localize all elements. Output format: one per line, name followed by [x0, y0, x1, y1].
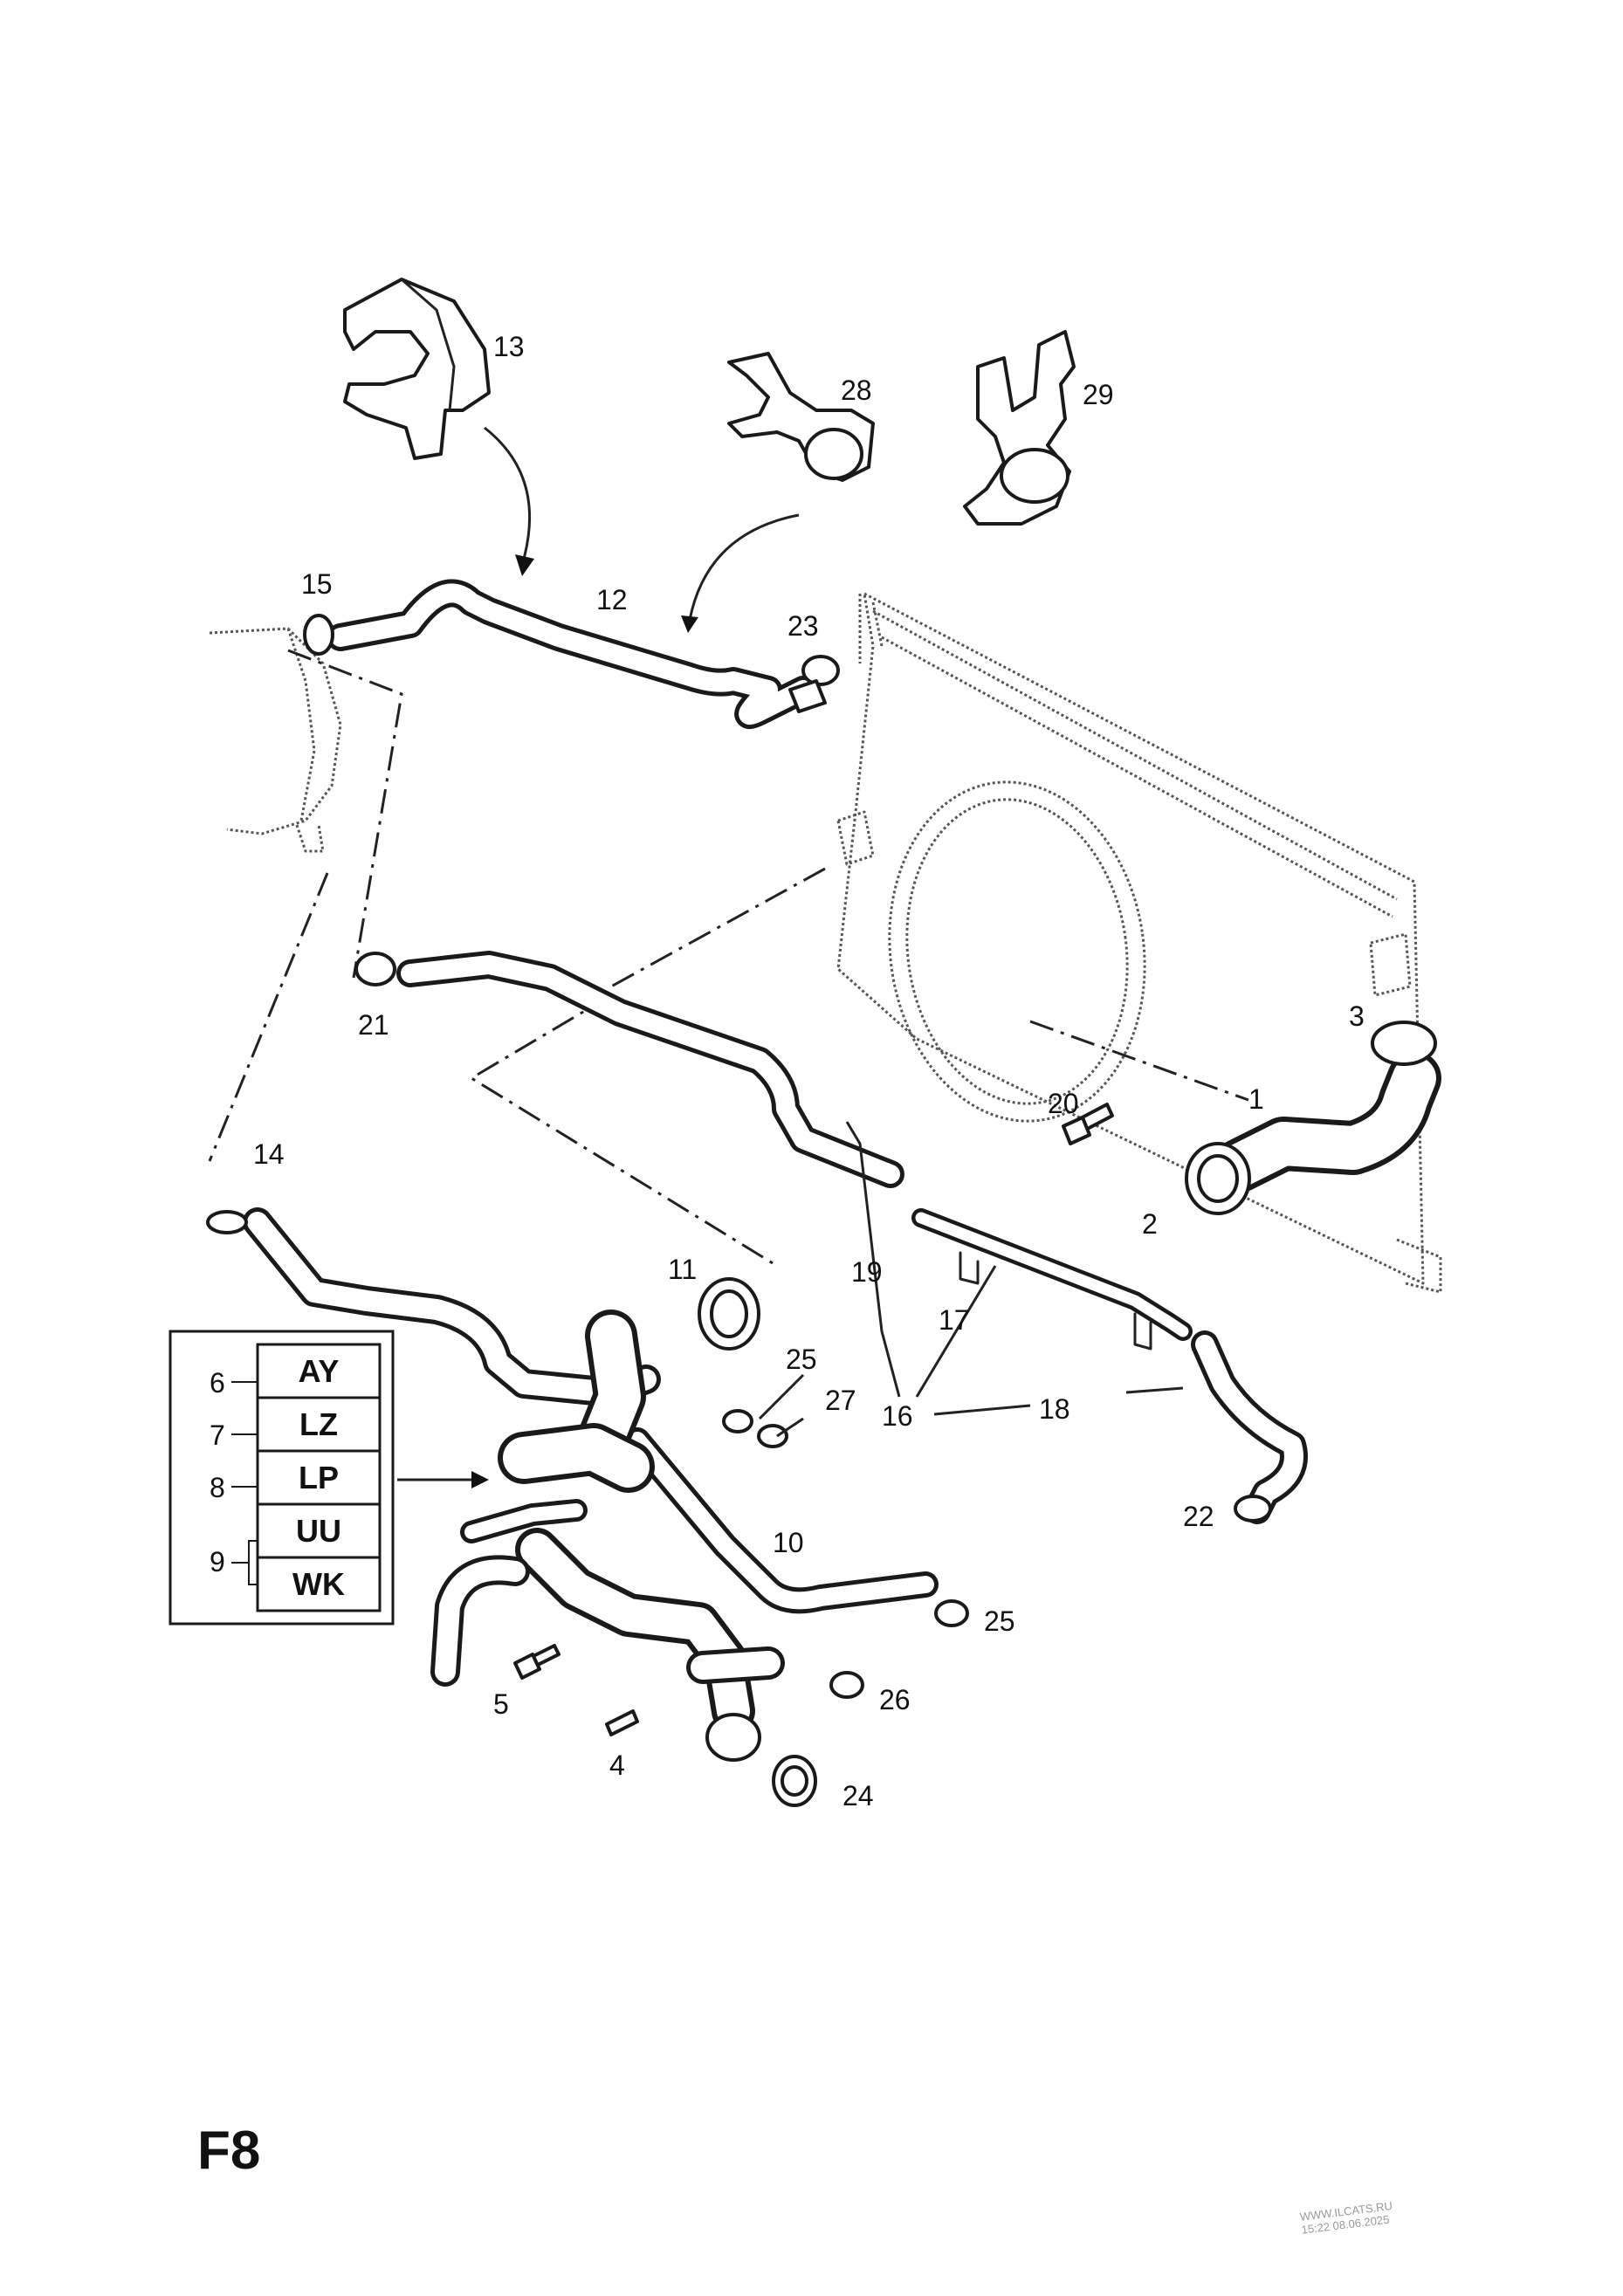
callout-22: 22 [1183, 1501, 1214, 1532]
legend-num-6: 6 [210, 1367, 225, 1399]
thermostat-housing [430, 1310, 785, 1733]
legend-code-ay: AY [299, 1353, 340, 1389]
callout-19: 19 [851, 1256, 883, 1288]
legend-num-7: 7 [210, 1420, 225, 1451]
radiator-outline [836, 592, 1442, 1294]
callout-27: 27 [825, 1385, 856, 1416]
legend-code-lp: LP [299, 1460, 339, 1495]
callout-24: 24 [842, 1780, 874, 1811]
hose-10 [624, 1427, 939, 1614]
hose-18 [1191, 1330, 1308, 1524]
callout-13: 13 [493, 331, 525, 362]
leader-lines [758, 1121, 1184, 1438]
callout-25-upper: 25 [786, 1344, 817, 1375]
callout-18: 18 [1039, 1393, 1070, 1425]
callout-1: 1 [1248, 1083, 1264, 1115]
callout-14: 14 [253, 1138, 285, 1170]
hose-1 [1213, 1051, 1441, 1193]
callout-25-lower: 25 [984, 1605, 1015, 1637]
callout-11: 11 [668, 1254, 697, 1285]
legend-box: 6 7 8 9 AY LZ LP UU WK [168, 1330, 395, 1626]
callout-16: 16 [882, 1400, 913, 1432]
callout-29: 29 [1083, 379, 1114, 410]
hose-14 [243, 1207, 661, 1407]
hose-12 [327, 579, 817, 729]
callout-23: 23 [787, 610, 819, 642]
bolts [513, 1103, 1114, 1736]
pipe-17 [911, 1208, 1193, 1351]
callouts: 13 28 29 15 12 23 21 3 1 20 2 14 19 11 1… [253, 331, 1365, 1811]
connection-lines [208, 649, 1249, 1268]
callout-17: 17 [939, 1304, 970, 1336]
clamps [206, 614, 1437, 1807]
clip-28 [727, 352, 875, 482]
callout-15: 15 [301, 568, 333, 600]
callout-12: 12 [596, 584, 628, 615]
callout-26: 26 [879, 1684, 911, 1715]
hose-21 [396, 951, 904, 1188]
bracket-13 [343, 278, 491, 460]
callout-21: 21 [358, 1009, 389, 1041]
callout-4: 4 [609, 1749, 625, 1781]
legend-code-wk: WK [292, 1566, 345, 1602]
legend-code-uu: UU [296, 1513, 341, 1549]
page-label: F8 [197, 2121, 261, 2181]
legend-code-lz: LZ [299, 1406, 338, 1442]
callout-2: 2 [1142, 1208, 1158, 1240]
callout-5: 5 [493, 1688, 509, 1720]
legend-num-8: 8 [210, 1472, 225, 1503]
callout-3: 3 [1349, 1000, 1365, 1032]
callout-10: 10 [773, 1527, 804, 1558]
arrows [397, 426, 800, 1488]
callout-20: 20 [1048, 1088, 1079, 1119]
legend-num-9: 9 [210, 1546, 225, 1578]
callout-28: 28 [841, 375, 872, 406]
clip-29 [963, 330, 1076, 526]
